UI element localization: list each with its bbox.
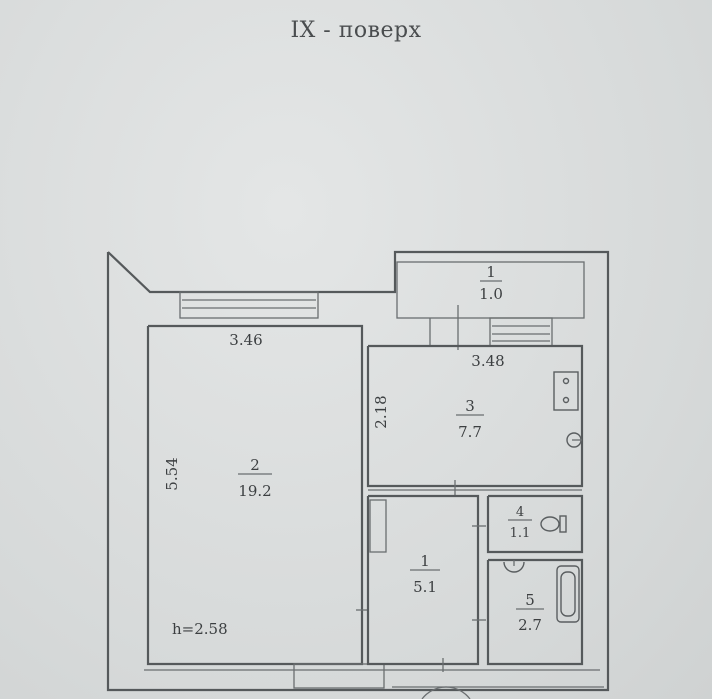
floor-title: IX - поверх xyxy=(290,18,422,43)
room-label-5: 5 2.7 xyxy=(516,591,544,634)
room-label-3: 3 7.7 xyxy=(456,397,484,441)
stove-fixture xyxy=(553,371,579,411)
room-3-walls xyxy=(366,344,584,496)
svg-text:2.7: 2.7 xyxy=(518,616,542,634)
dimension-room3-length: 2.18 xyxy=(372,395,390,428)
bathtub-fixture xyxy=(556,565,580,623)
washbasin-fixture xyxy=(503,560,525,573)
window-room-2 xyxy=(179,291,319,319)
room-label-4: 4 1.1 xyxy=(508,505,532,541)
svg-text:1: 1 xyxy=(420,552,430,570)
outer-walls xyxy=(106,250,610,692)
svg-text:3: 3 xyxy=(465,397,475,415)
svg-text:5.1: 5.1 xyxy=(413,578,437,596)
balcony-walls xyxy=(396,261,585,350)
svg-text:5: 5 xyxy=(525,591,535,609)
dimension-room2-width: 3.46 xyxy=(229,331,262,349)
toilet-fixture xyxy=(540,515,567,533)
room-label-balcony: 1 1.0 xyxy=(479,263,503,303)
room-5-walls xyxy=(486,558,584,666)
ceiling-height-label: h=2.58 xyxy=(172,620,228,638)
room-4-walls xyxy=(486,494,584,554)
room-label-2: 2 19.2 xyxy=(238,456,272,500)
svg-text:4: 4 xyxy=(516,505,524,520)
sink-fixture xyxy=(566,432,582,448)
svg-text:1.1: 1.1 xyxy=(510,526,531,541)
entrance-door-swing xyxy=(421,686,471,699)
svg-text:2: 2 xyxy=(250,456,260,474)
dimension-room3-width: 3.48 xyxy=(471,352,504,370)
svg-text:1: 1 xyxy=(486,263,496,281)
svg-text:1.0: 1.0 xyxy=(479,285,503,303)
corridor-walls xyxy=(366,494,486,672)
svg-text:7.7: 7.7 xyxy=(458,423,482,441)
svg-text:19.2: 19.2 xyxy=(238,482,271,500)
dimension-room2-length: 5.54 xyxy=(163,457,181,490)
window-kitchen xyxy=(489,317,553,347)
room-2-walls xyxy=(144,324,600,689)
room-label-corridor: 1 5.1 xyxy=(410,552,440,596)
